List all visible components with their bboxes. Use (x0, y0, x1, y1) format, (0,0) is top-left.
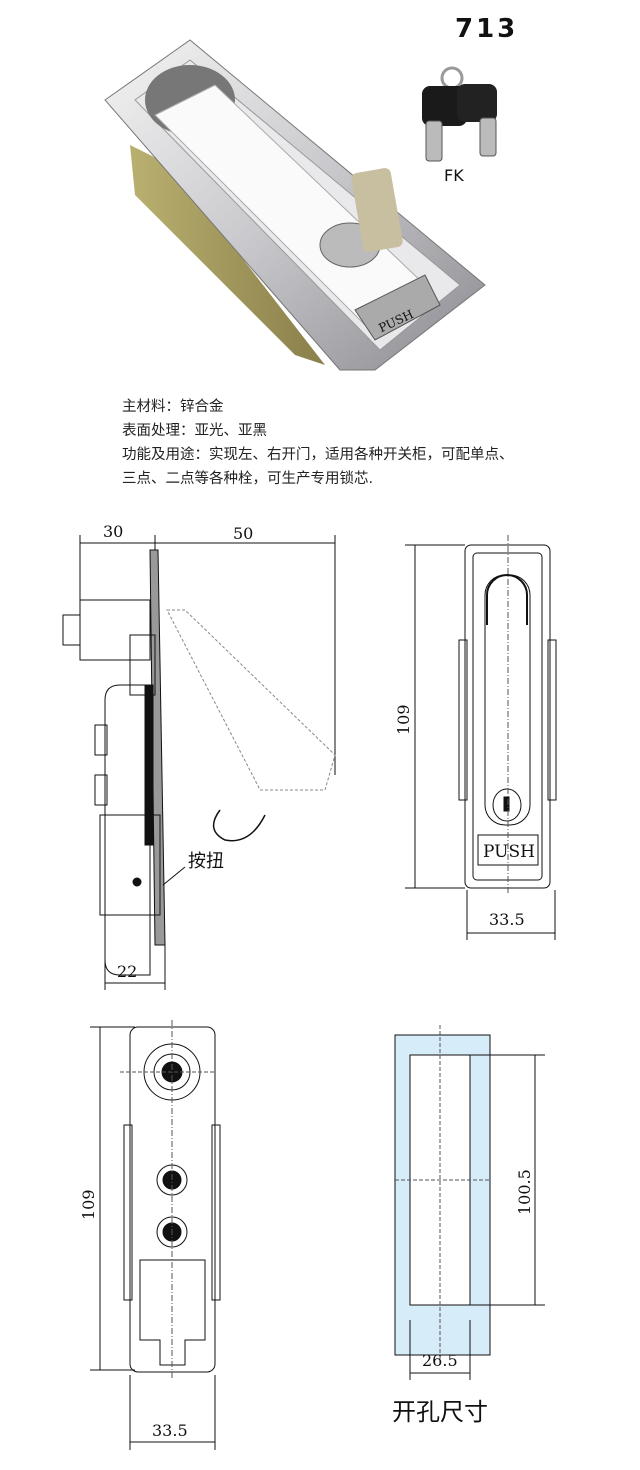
key-label: FK (444, 166, 464, 185)
spec-usage: 功能及用途：实现左、右开门，适用各种开关柜，可配单点、 (122, 447, 514, 463)
spec-finish: 表面处理：亚光、亚黑 (122, 423, 267, 439)
dim-top-right: 50 (233, 524, 253, 543)
cutout-drawing: 100.5 26.5 (394, 1025, 545, 1380)
front-view-drawing: 109 PUSH 33.5 (394, 535, 557, 940)
model-number: 713 (455, 14, 519, 44)
dim-bottom: 22 (117, 962, 137, 981)
push-label: PUSH (483, 842, 535, 862)
spec-material: 主材料：锌合金 (122, 399, 224, 415)
spec-usage-cont: 三点、二点等各种栓，可生产专用锁芯. (122, 471, 374, 487)
cutout-title: 开孔尺寸 (392, 1398, 488, 1426)
front-dim-width: 33.5 (489, 910, 525, 929)
product-photo: PUSH (104, 39, 486, 371)
dim-top-left: 30 (103, 522, 123, 541)
cutout-dim-height: 100.5 (515, 1169, 534, 1215)
keys-photo (422, 66, 497, 162)
front-dim-height: 109 (394, 704, 413, 735)
back-view-drawing: 109 33.5 (80, 1020, 221, 1450)
side-view-drawing: 30 50 按扭 22 (62, 522, 336, 990)
cutout-dim-width: 26.5 (422, 1351, 458, 1370)
back-dim-height: 109 (80, 1189, 98, 1220)
back-dim-width: 33.5 (152, 1421, 188, 1440)
button-label: 按扭 (188, 851, 224, 872)
